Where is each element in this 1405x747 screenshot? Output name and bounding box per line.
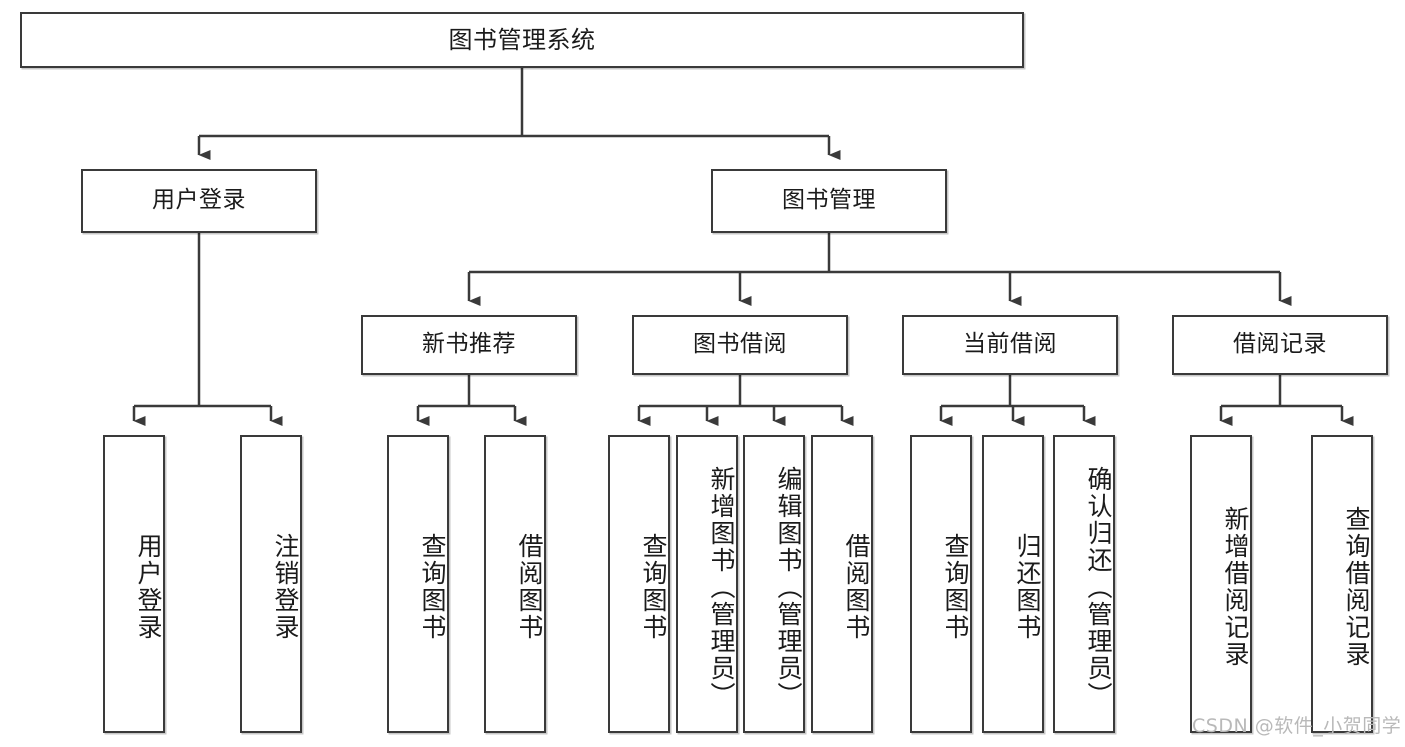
node-label: 编辑图书（管理员） [774, 465, 803, 709]
node-label: 图书管理 [782, 187, 876, 214]
node-label: 查询图书 [418, 533, 447, 641]
node-new-book-recommendation[interactable]: 新书推荐 [361, 315, 577, 375]
node-label: 查询图书 [941, 533, 970, 641]
leaf-node-user-login[interactable]: 用户登录 [103, 435, 165, 733]
leaf-node-add-book-admin[interactable]: 新增图书（管理员） [676, 435, 738, 733]
node-label: 确认归还（管理员） [1084, 465, 1113, 709]
node-book-management[interactable]: 图书管理 [711, 169, 947, 233]
leaf-node-borrow-book-recommendation[interactable]: 借阅图书 [484, 435, 546, 733]
leaf-node-logout[interactable]: 注销登录 [240, 435, 302, 733]
node-label: 借阅图书 [842, 533, 871, 641]
csdn-watermark: CSDN @软件_小贺同学 [1192, 715, 1402, 737]
node-label: 用户登录 [152, 187, 246, 214]
leaf-node-query-book-borrowing[interactable]: 查询图书 [608, 435, 670, 733]
node-label: 查询图书 [639, 533, 668, 641]
node-label: 借阅记录 [1233, 331, 1327, 358]
leaf-node-query-borrowing-record[interactable]: 查询借阅记录 [1311, 435, 1373, 733]
node-current-borrowing[interactable]: 当前借阅 [902, 315, 1118, 375]
leaf-node-add-borrowing-record[interactable]: 新增借阅记录 [1190, 435, 1252, 733]
node-label: 新增借阅记录 [1221, 506, 1250, 668]
node-borrowing-records[interactable]: 借阅记录 [1172, 315, 1388, 375]
leaf-node-query-book-recommendation[interactable]: 查询图书 [387, 435, 449, 733]
node-label: 图书借阅 [693, 331, 787, 358]
node-label: 归还图书 [1013, 533, 1042, 641]
node-book-borrowing[interactable]: 图书借阅 [632, 315, 848, 375]
node-label: 查询借阅记录 [1342, 506, 1371, 668]
leaf-node-confirm-return-admin[interactable]: 确认归还（管理员） [1053, 435, 1115, 733]
node-label: 新增图书（管理员） [707, 465, 736, 709]
leaf-node-return-book[interactable]: 归还图书 [982, 435, 1044, 733]
node-label: 注销登录 [271, 533, 300, 641]
node-label: 用户登录 [134, 533, 163, 641]
leaf-node-query-book-current[interactable]: 查询图书 [910, 435, 972, 733]
node-label: 当前借阅 [963, 331, 1057, 358]
node-label: 借阅图书 [515, 533, 544, 641]
node-root-book-management-system[interactable]: 图书管理系统 [20, 12, 1024, 68]
leaf-node-borrow-book[interactable]: 借阅图书 [811, 435, 873, 733]
node-label: 新书推荐 [422, 331, 516, 358]
node-label: 图书管理系统 [448, 25, 596, 54]
node-user-login[interactable]: 用户登录 [81, 169, 317, 233]
leaf-node-edit-book-admin[interactable]: 编辑图书（管理员） [743, 435, 805, 733]
